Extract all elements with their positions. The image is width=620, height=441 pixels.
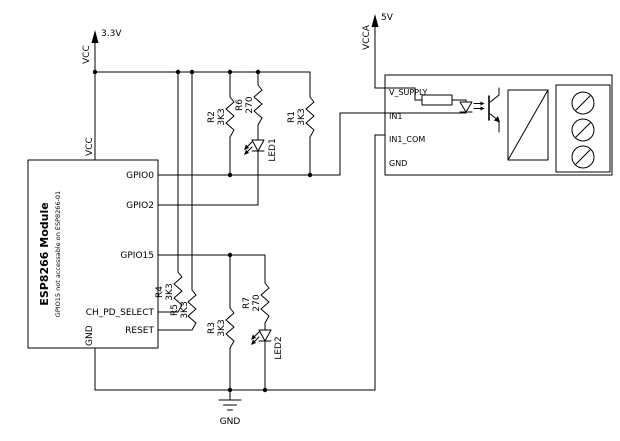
vcca-wire	[374, 23, 386, 89]
resistor-r1: R1 3K3	[287, 71, 315, 176]
esp-module-note: GPIO15 not accessable on ESP8266-01	[54, 191, 62, 317]
resistor-name: R2	[207, 111, 217, 123]
relay-symbol	[507, 89, 549, 161]
resistor-name: R4	[155, 286, 165, 298]
led-arrowhead-icon	[244, 149, 249, 155]
screw-terminal-icon	[571, 145, 595, 169]
led-triangle	[258, 329, 272, 342]
vcc-arrow-icon	[91, 30, 99, 43]
resistor-zigzag	[305, 96, 315, 138]
relay-pin-label-in1-com: IN1_COM	[389, 135, 425, 144]
in1-com-net	[374, 134, 386, 391]
resistor-r5: R5 3K3	[170, 71, 197, 331]
vcca-supply: VCCA 5V	[362, 13, 394, 89]
screw-slot	[575, 95, 591, 111]
resistor-name: R5	[170, 304, 180, 316]
resistor-value: 270	[245, 96, 255, 113]
ground-bar	[218, 399, 242, 411]
relay-module: V_SUPPLY IN1 IN1_COM GND	[384, 74, 613, 176]
relay-internal-wire	[384, 87, 423, 101]
vcca-label: VCCA	[362, 24, 372, 50]
esp-pin-label-gpio0: GPIO0	[126, 171, 154, 181]
vcca-voltage: 5V	[381, 13, 394, 23]
resistor-zigzag	[225, 307, 235, 349]
resistor-r6: R6 270	[235, 71, 263, 141]
transistor-collector	[488, 87, 500, 104]
led-triangle	[251, 139, 265, 152]
relay-internal-wire	[451, 99, 467, 103]
resistor-name: R1	[287, 111, 297, 123]
vcc-voltage: 3.3V	[101, 29, 122, 39]
led2: LED2	[251, 329, 284, 391]
terminal-block	[555, 84, 611, 173]
screw-slot	[575, 149, 591, 165]
ground-symbol: GND	[218, 389, 242, 427]
led-wire	[384, 111, 467, 114]
relay-pin-label-in1: IN1	[389, 112, 402, 121]
led-arrowhead-icon	[480, 101, 485, 106]
resistor-name: R3	[207, 322, 217, 334]
resistor-r2: R2 3K3	[207, 71, 235, 176]
led-light-arrow	[473, 103, 482, 109]
led-arrowhead-icon	[244, 144, 249, 150]
esp-module-title: ESP8266 Module	[38, 202, 51, 305]
relay-diagonal	[507, 89, 549, 161]
vcc-supply: VCC 3.3V	[82, 29, 122, 161]
relay-body	[507, 89, 549, 161]
led-arrowhead-icon	[251, 334, 256, 340]
resistor-name: R7	[242, 297, 252, 309]
resistor-value: 3K3	[165, 283, 175, 300]
relay-module-outline	[384, 74, 613, 176]
resistor-value: 270	[252, 294, 262, 311]
led1: LED1	[244, 138, 278, 206]
resistor-zigzag	[173, 271, 183, 313]
transistor-emitter-arrowhead-icon	[494, 116, 500, 123]
screw-terminal-icon	[571, 91, 595, 115]
screw-terminal-icon	[571, 118, 595, 142]
resistor-r3: R3 3K3	[207, 254, 235, 391]
vcca-arrow-icon	[371, 14, 379, 27]
esp-pin-label-gpio15: GPIO15	[120, 251, 154, 261]
resistor-value: 3K3	[180, 301, 190, 318]
resistor-value: 3K3	[217, 319, 227, 336]
resistor-value: 3K3	[217, 108, 227, 125]
opto-phototransistor	[488, 87, 500, 133]
resistor-zigzag	[187, 289, 197, 331]
led-triangle	[459, 101, 473, 113]
resistor-value: 3K3	[297, 108, 307, 125]
vcc-label: VCC	[82, 45, 92, 64]
transistor-emitter	[488, 112, 500, 133]
resistor-zigzag	[253, 84, 263, 126]
resistor-name: R6	[235, 99, 245, 111]
nets	[92, 69, 386, 393]
gpio0-net	[157, 112, 386, 176]
esp-pin-label-gnd: GND	[85, 325, 95, 346]
esp8266-module: ESP8266 Module GPIO15 not accessable on …	[27, 137, 159, 349]
relay-pin-label-gnd: GND	[389, 159, 407, 168]
junction-dot	[92, 69, 98, 75]
relay-pin-label-v-supply: V_SUPPLY	[389, 88, 427, 97]
led-arrowhead-icon	[251, 339, 256, 345]
screw-slot	[575, 122, 591, 138]
resistor-zigzag	[225, 96, 235, 138]
resistor-zigzag	[260, 282, 270, 324]
led-label: LED1	[268, 138, 278, 161]
esp-pin-label-reset: RESET	[125, 326, 154, 336]
resistor-r7: R7 270	[242, 254, 270, 331]
led-arrowhead-icon	[480, 106, 485, 111]
opto-led	[384, 101, 485, 114]
terminal-block-outline	[555, 84, 611, 173]
ground-label: GND	[220, 417, 241, 427]
resistor-r4: R4 3K3	[155, 71, 183, 313]
esp-module-outline	[27, 159, 159, 349]
esp-pin-label-vcc: VCC	[85, 137, 95, 156]
led-label: LED2	[274, 336, 284, 359]
esp-pin-label-ch-pd: CH_PD_SELECT	[86, 308, 155, 318]
esp-pin-label-gpio2: GPIO2	[126, 201, 154, 211]
